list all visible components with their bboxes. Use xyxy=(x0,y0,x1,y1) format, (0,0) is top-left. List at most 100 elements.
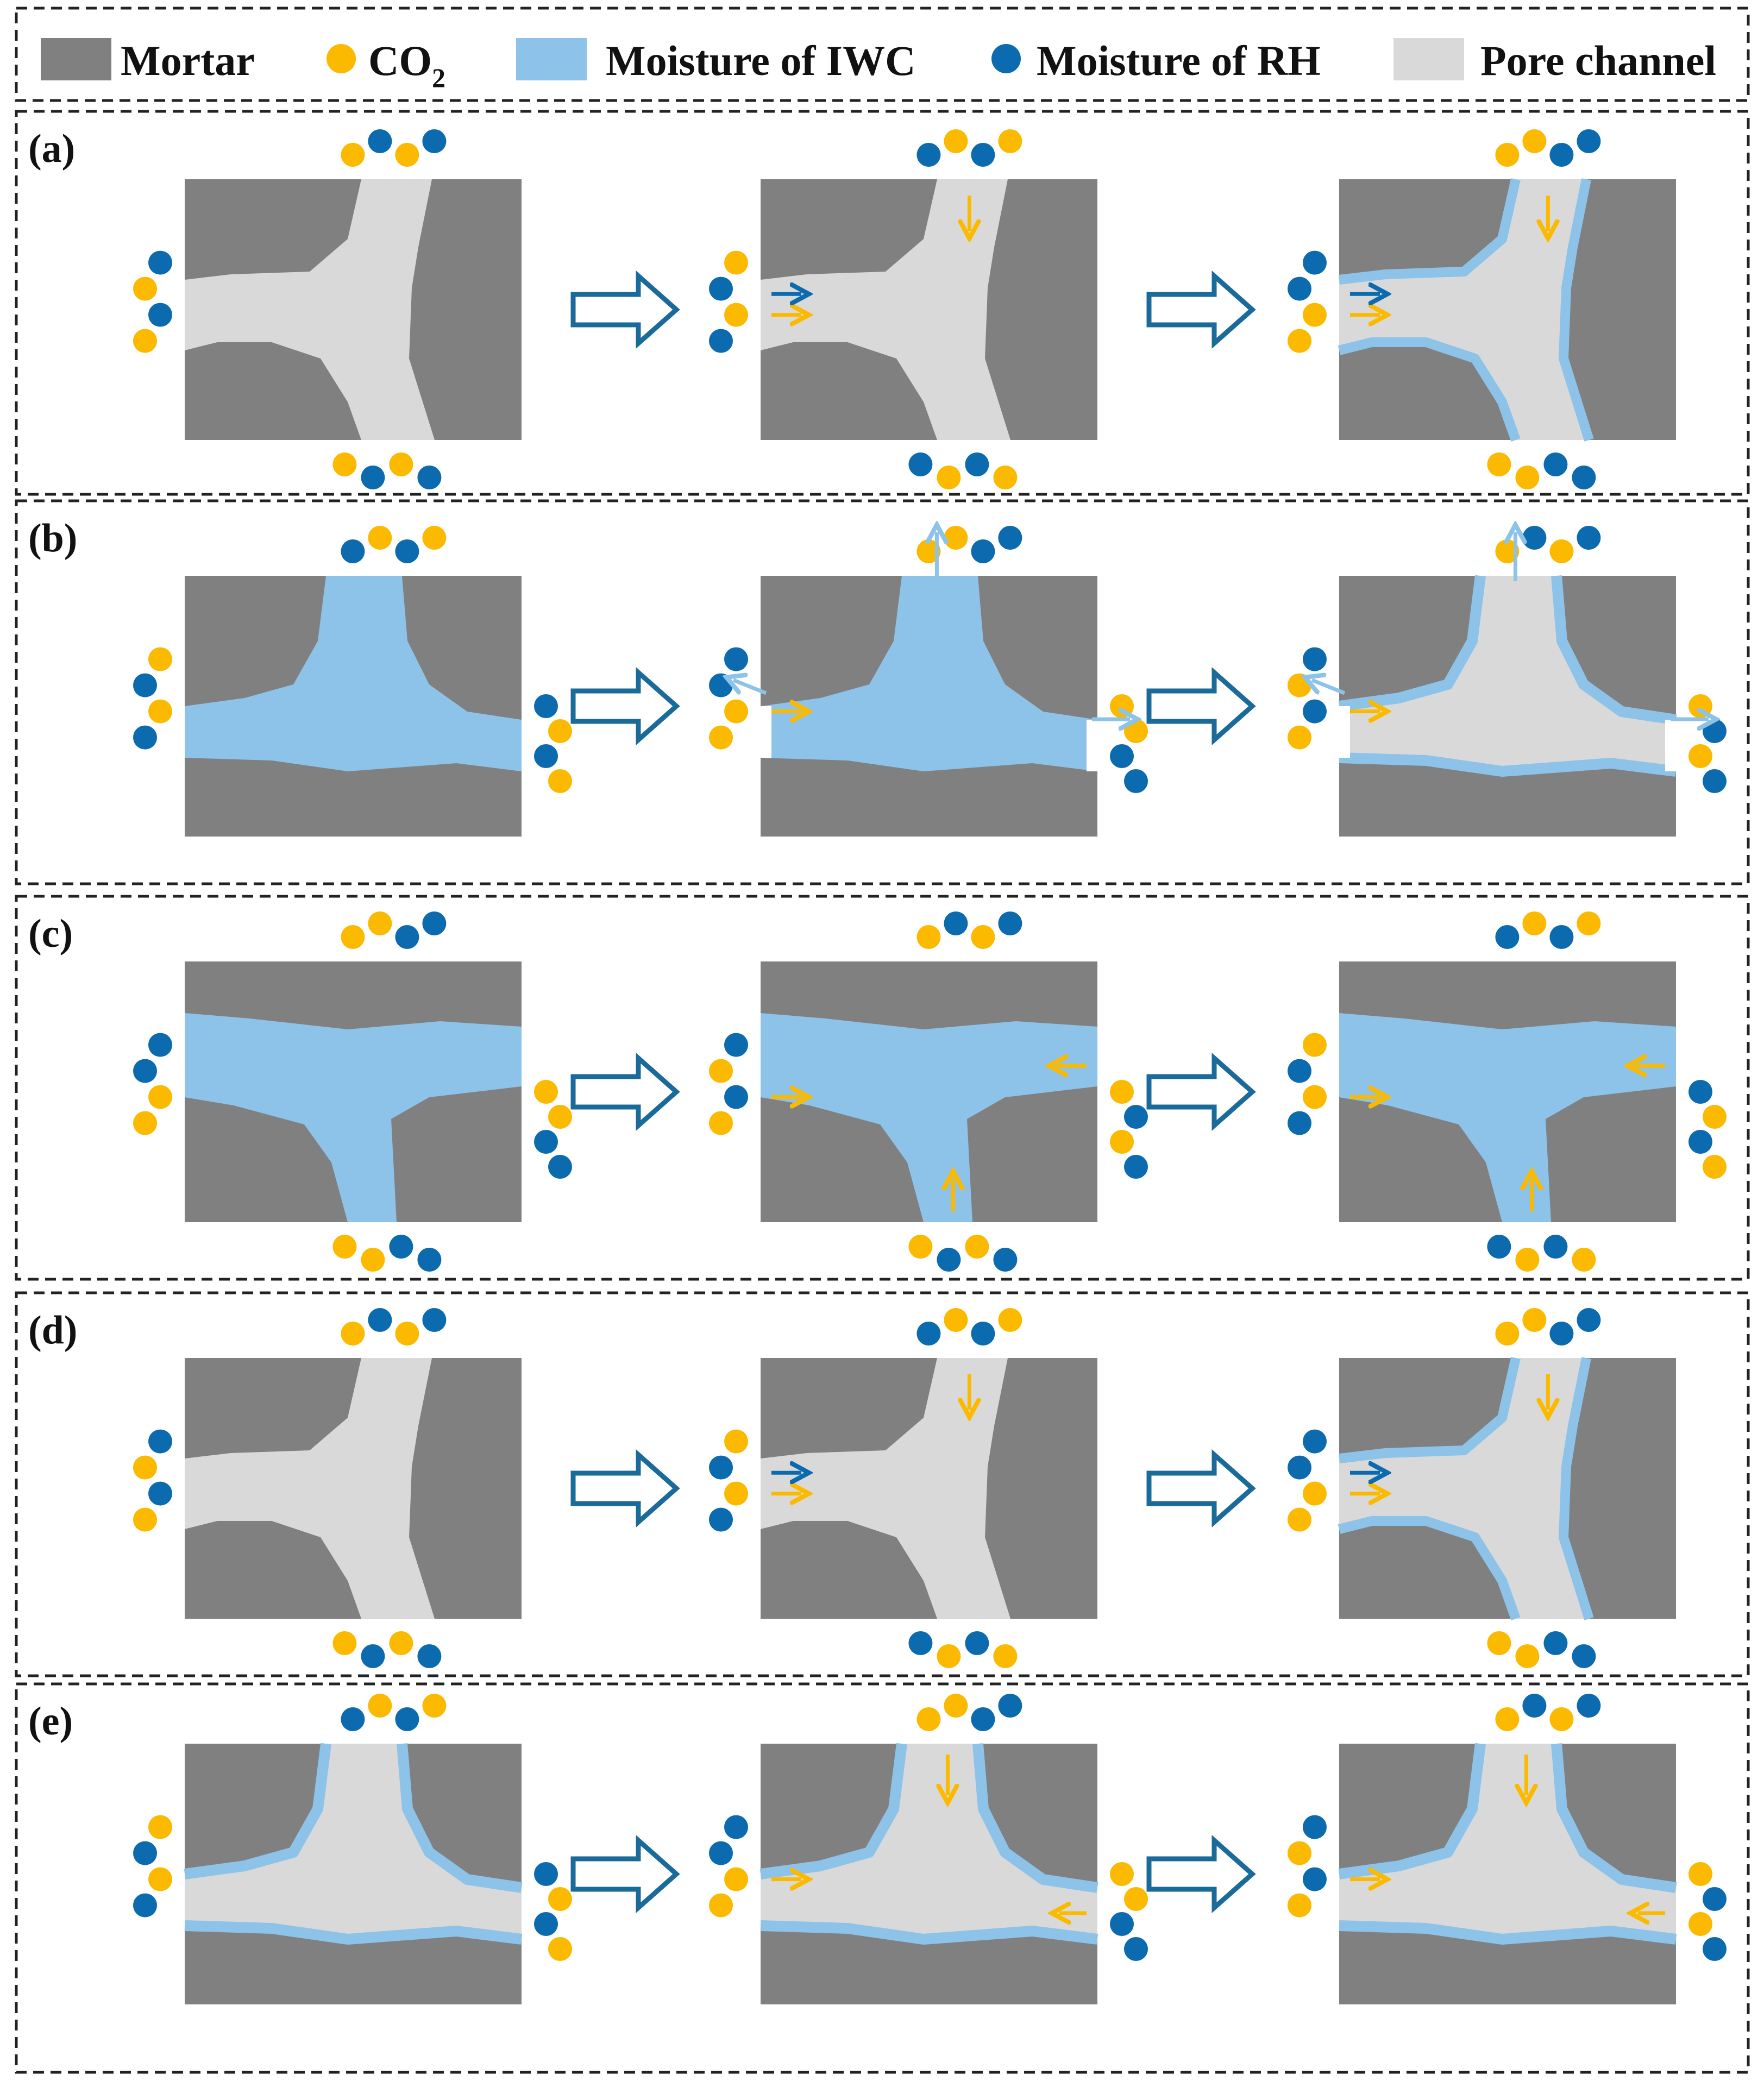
panel-c-label: (c) xyxy=(28,911,73,956)
co2-dot xyxy=(1703,1105,1727,1129)
rh-dot xyxy=(724,1815,748,1839)
co2-dot xyxy=(1288,725,1311,750)
rh-dot xyxy=(1288,276,1311,301)
iwc-film-upper xyxy=(1338,178,1521,285)
rh-dot xyxy=(998,1694,1022,1718)
co2-dot xyxy=(548,719,572,743)
rh-dot xyxy=(148,250,172,275)
co2-dot xyxy=(1549,539,1574,563)
rh-dot xyxy=(1703,1887,1727,1911)
panel-a-frame xyxy=(15,110,1750,496)
rh-dot xyxy=(1522,1694,1547,1718)
rh-dot xyxy=(1577,526,1601,550)
edge-gap-right xyxy=(1087,720,1098,771)
co2-dot xyxy=(998,1308,1022,1332)
rh-dot xyxy=(1688,1080,1712,1104)
process-arrow xyxy=(1146,1053,1256,1131)
co2-dot xyxy=(971,925,995,949)
rh-dot xyxy=(937,1248,961,1272)
co2-dot xyxy=(1495,143,1520,167)
co2-dot xyxy=(1515,466,1540,489)
rh-dot xyxy=(422,1308,447,1332)
co2-dot xyxy=(368,911,392,935)
rh-dot xyxy=(1487,1235,1511,1259)
rh-dot xyxy=(341,1707,365,1731)
legend-pore-channel-swatch xyxy=(1393,38,1464,80)
rh-dot xyxy=(1543,1631,1568,1655)
rh-dot xyxy=(965,1631,989,1655)
co2-dot xyxy=(1288,1841,1311,1865)
rh-dot xyxy=(133,673,157,697)
pore-channel xyxy=(1339,179,1589,440)
co2-dot xyxy=(1522,129,1547,153)
co2-dot xyxy=(1288,673,1311,697)
co2-dot xyxy=(1549,1707,1574,1731)
legend-moisture-iwc-label: Moisture of IWC xyxy=(606,37,916,84)
co2-dot xyxy=(1522,911,1547,935)
rh-dot xyxy=(534,1130,558,1154)
co2-dot xyxy=(709,1893,733,1917)
legend-mortar-label: Mortar xyxy=(121,37,255,84)
co2-dot xyxy=(389,452,413,476)
rh-dot xyxy=(534,1862,558,1886)
co2-dot xyxy=(998,129,1022,153)
co2-dot xyxy=(709,725,733,750)
rh-dot xyxy=(709,1841,733,1865)
pore-channel xyxy=(1339,576,1676,771)
co2-dot xyxy=(916,1707,941,1731)
co2-dot xyxy=(548,1105,572,1129)
process-arrow xyxy=(1146,1835,1256,1913)
rh-dot xyxy=(361,1644,385,1668)
rh-dot xyxy=(148,1481,172,1506)
co2-dot xyxy=(332,1631,357,1655)
panel-e-stage-3 xyxy=(1288,1694,1727,2004)
panel-c-stage-1 xyxy=(133,911,572,1272)
co2-dot xyxy=(724,1429,748,1454)
co2-dot xyxy=(133,1455,157,1480)
panel-c-diagram xyxy=(133,911,1727,1272)
co2-dot xyxy=(1303,1481,1327,1506)
co2-dot xyxy=(1303,303,1327,327)
panel-a-stage-3 xyxy=(1288,129,1676,489)
rh-dot xyxy=(1288,1111,1311,1135)
co2-dot xyxy=(1515,1248,1540,1272)
co2-dot xyxy=(1495,1707,1520,1731)
iwc-film-bottom xyxy=(1339,752,1677,777)
co2-dot xyxy=(1688,694,1712,718)
co2-dot xyxy=(422,526,447,550)
panel-b-frame xyxy=(15,499,1750,885)
rh-dot xyxy=(1577,1694,1601,1718)
panel-b-stage-1 xyxy=(133,526,572,837)
pore-channel xyxy=(1339,1744,1676,1939)
pore-channel xyxy=(185,1358,435,1619)
panel-d-stage-3 xyxy=(1288,1308,1676,1668)
panel-d-stage-2 xyxy=(709,1308,1097,1668)
pore-channel xyxy=(185,576,522,771)
legend-moisture-rh-label: Moisture of RH xyxy=(1037,37,1321,84)
rh-dot xyxy=(998,526,1022,550)
co2-dot xyxy=(133,329,157,353)
rh-dot xyxy=(709,1455,733,1480)
pore-channel xyxy=(185,1744,522,1939)
rh-dot xyxy=(1572,466,1596,489)
co2-dot xyxy=(1522,1308,1547,1332)
co2-dot xyxy=(1703,1155,1727,1179)
rh-dot xyxy=(944,911,968,935)
rh-dot xyxy=(395,1707,419,1731)
edge-gap-left xyxy=(759,706,771,758)
co2-dot xyxy=(1495,1322,1520,1346)
process-arrow xyxy=(1146,667,1256,745)
co2-dot xyxy=(548,769,572,793)
rh-dot xyxy=(1577,1308,1601,1332)
legend-moisture-rh-marker xyxy=(991,44,1021,73)
co2-dot xyxy=(341,925,365,949)
iwc-film-right xyxy=(1551,1743,1677,1893)
iwc-film-lower xyxy=(1338,337,1521,442)
co2-dot xyxy=(724,1867,748,1891)
rh-dot xyxy=(1703,769,1727,793)
rh-dot xyxy=(417,1248,442,1272)
panel-e-label: (e) xyxy=(28,1699,73,1744)
rh-dot xyxy=(709,1507,733,1532)
co2-dot xyxy=(1577,911,1601,935)
co2-dot xyxy=(148,1815,172,1839)
